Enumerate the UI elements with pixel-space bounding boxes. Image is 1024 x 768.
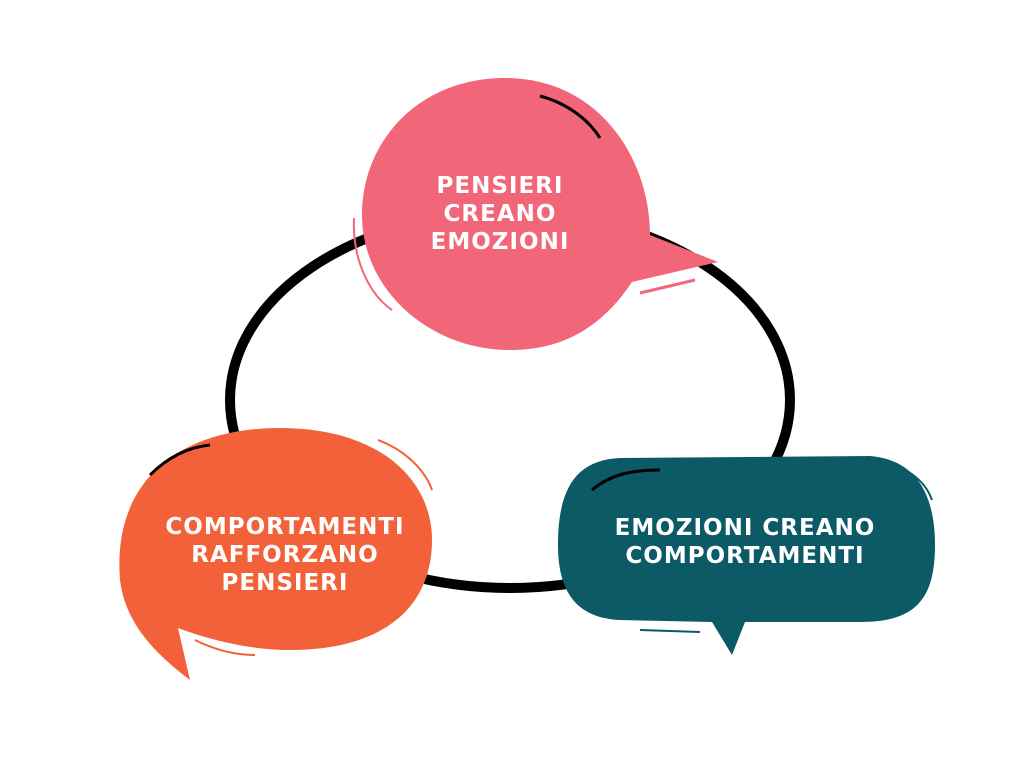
bubble-emozioni-text: EMOZIONI CREANO COMPORTAMENTI	[580, 514, 910, 570]
bubble-line: EMOZIONI	[430, 229, 570, 255]
bubble-comportamenti-shape	[119, 428, 433, 680]
bubble-line: PENSIERI	[221, 570, 349, 596]
bubble-emozioni-shape	[558, 456, 935, 655]
bubble-line: EMOZIONI CREANO	[614, 515, 876, 541]
bubble-comportamenti-text: COMPORTAMENTI RAFFORZANO PENSIERI	[135, 513, 435, 597]
bubble-line: COMPORTAMENTI	[165, 514, 405, 540]
bubble-line: PENSIERI	[436, 173, 564, 199]
bubble-line: CREANO	[443, 201, 557, 227]
bubble-pensieri-shape	[352, 78, 718, 350]
bubble-pensieri-text: PENSIERI CREANO EMOZIONI	[400, 172, 600, 256]
bubble-line: COMPORTAMENTI	[625, 543, 865, 569]
bubble-line: RAFFORZANO	[191, 542, 379, 568]
